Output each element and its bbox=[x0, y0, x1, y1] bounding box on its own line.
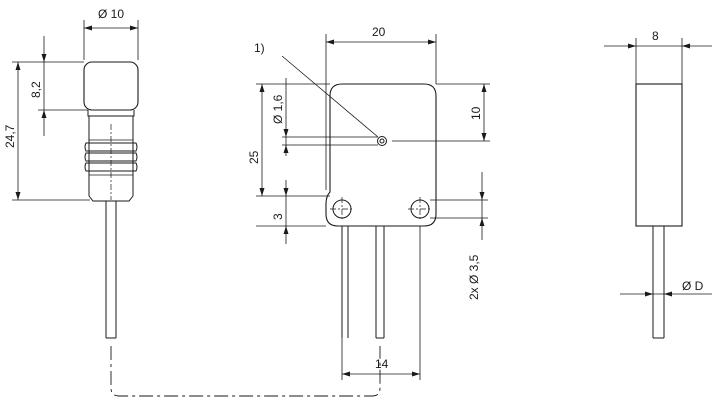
aperture-hole bbox=[377, 136, 387, 146]
label-dia-2x-3-5: 2x Ø 3,5 bbox=[467, 254, 481, 300]
dim-diameter-2x-3-5: 2x Ø 3,5 bbox=[430, 172, 488, 300]
dim-height-25: 25 bbox=[247, 83, 330, 197]
sensor-ribs bbox=[84, 116, 138, 196]
dim-diameter-D: Ø D bbox=[620, 279, 712, 297]
mounting-hole-left bbox=[330, 197, 354, 221]
side-cable bbox=[652, 226, 665, 339]
label-dia-10: Ø 10 bbox=[98, 7, 124, 21]
label-8: 8 bbox=[652, 29, 659, 43]
dim-width-14: 14 bbox=[341, 226, 421, 380]
label-14: 14 bbox=[375, 357, 389, 371]
label-8-2: 8,2 bbox=[29, 81, 43, 98]
dim-height-24-7: 24,7 bbox=[3, 61, 90, 201]
center-view-module: 1) 20 Ø 1,6 10 bbox=[247, 25, 490, 380]
module-cable-left bbox=[341, 226, 349, 338]
dim-diameter-10: Ø 10 bbox=[83, 7, 139, 60]
label-10: 10 bbox=[469, 106, 483, 120]
module-cable-right bbox=[375, 226, 385, 339]
label-3: 3 bbox=[271, 213, 285, 220]
cable-connection-line bbox=[110, 346, 381, 397]
dim-height-10: 10 bbox=[392, 83, 490, 142]
left-view-sensor: Ø 10 8,2 24,7 bbox=[3, 7, 139, 339]
callout-1: 1) bbox=[254, 41, 379, 138]
dim-height-3: 3 bbox=[256, 180, 326, 244]
mounting-hole-right bbox=[408, 197, 432, 221]
module-body bbox=[325, 83, 437, 227]
label-24-7: 24,7 bbox=[3, 124, 17, 148]
dim-width-8: 8 bbox=[604, 29, 712, 84]
label-callout-1: 1) bbox=[254, 41, 265, 55]
label-dia-D: Ø D bbox=[682, 279, 704, 293]
sensor-cable bbox=[105, 201, 117, 339]
dim-height-8-2: 8,2 bbox=[29, 36, 88, 136]
side-body bbox=[635, 83, 683, 227]
label-25: 25 bbox=[247, 150, 261, 164]
sensor-collar bbox=[87, 110, 135, 117]
sensor-cap bbox=[83, 61, 139, 111]
label-dia-1-6: Ø 1,6 bbox=[271, 94, 285, 124]
label-20: 20 bbox=[372, 25, 386, 39]
dim-diameter-1-6: Ø 1,6 bbox=[271, 78, 378, 156]
dim-width-20: 20 bbox=[325, 25, 437, 190]
right-view-side: 8 Ø D bbox=[604, 29, 712, 339]
sensor-bottom bbox=[88, 195, 134, 202]
